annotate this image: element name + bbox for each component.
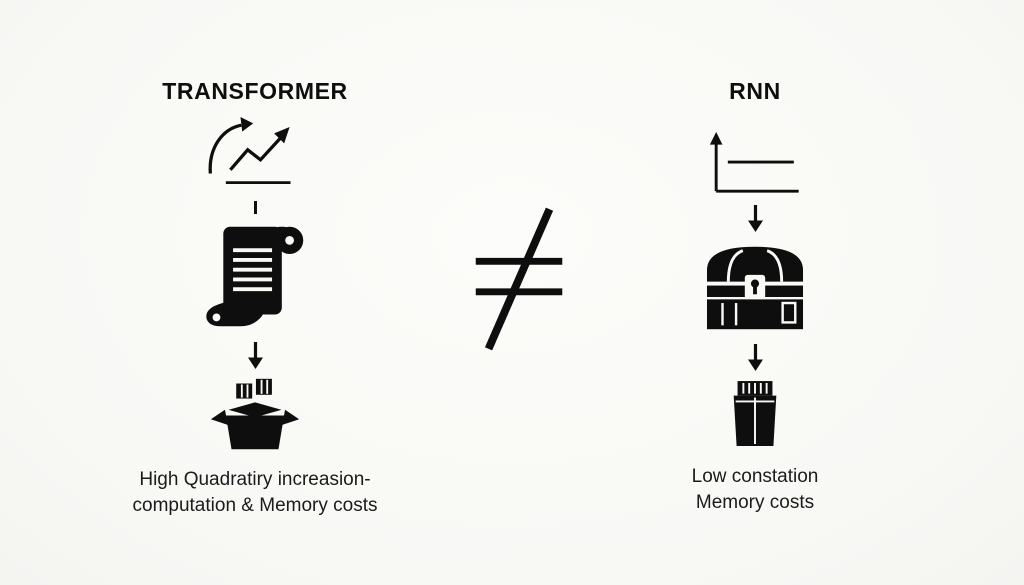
transformer-caption: High Quadratiry increasion- computation …	[133, 467, 378, 518]
not-equal-icon	[475, 207, 563, 351]
down-arrow-icon	[747, 344, 763, 371]
rnn-column: RNN	[590, 78, 920, 515]
down-arrow-icon	[247, 342, 263, 369]
growth-chart-icon	[208, 117, 291, 184]
transformer-title: TRANSFORMER	[162, 78, 348, 104]
rnn-title: RNN	[729, 78, 781, 104]
transformer-column: TRANSFORMER	[90, 78, 420, 518]
storage-box-icon	[733, 381, 777, 446]
scroll-icon	[206, 226, 304, 327]
treasure-chest-icon	[706, 246, 804, 330]
transformer-caption-line1: High Quadratiry increasion-	[139, 469, 371, 490]
rnn-caption-line2: Memory costs	[695, 491, 815, 513]
connector-tick	[253, 201, 257, 214]
rnn-caption-line1: Low constation	[691, 466, 819, 487]
rnn-caption: Low constation Memory costs	[692, 464, 819, 515]
open-box-icon	[210, 378, 300, 450]
flat-chart-icon	[709, 131, 799, 193]
down-arrow-icon	[747, 205, 763, 232]
transformer-caption-line2: computation & Memory costs	[132, 494, 378, 516]
